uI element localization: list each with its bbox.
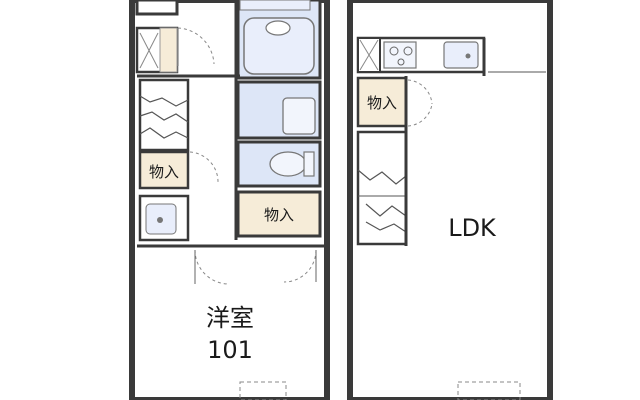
bathtub <box>243 17 315 75</box>
bath-divider <box>239 0 311 11</box>
stove <box>383 41 417 69</box>
toilet-tank <box>303 151 315 177</box>
western-room-label: 洋室 <box>206 304 254 332</box>
western-door-swing-left <box>194 249 230 285</box>
bath-faucet-icon <box>265 20 291 36</box>
right-unit-outer-wall <box>347 0 553 400</box>
stairs-left <box>138 78 190 152</box>
entry-door-swing <box>177 27 215 65</box>
stairs-right <box>356 130 408 246</box>
western-window <box>239 381 287 400</box>
storage-2-box <box>236 190 322 238</box>
western-door-swing-right <box>283 249 317 283</box>
storage-3-door-swing-2 <box>407 103 433 127</box>
ldk-label: LDK <box>448 214 497 242</box>
washbasin <box>282 97 316 135</box>
sink-drain-icon <box>465 53 471 59</box>
drain-icon <box>157 217 163 223</box>
burner-2-icon <box>403 46 413 56</box>
storage-1-label: 物入 <box>149 163 179 181</box>
burner-1-icon <box>389 46 399 56</box>
left-unit-outer-wall <box>129 0 330 400</box>
storage-3-label: 物入 <box>367 94 397 112</box>
storage-1-box <box>138 150 190 190</box>
storage-2-label: 物入 <box>264 206 294 224</box>
storage-3-door-swing <box>407 79 433 105</box>
left-unit: 物入 物入 洋室 101 <box>129 0 330 400</box>
room-number: 101 <box>207 336 253 364</box>
toilet-icon <box>269 151 307 177</box>
entry-tile <box>159 27 178 73</box>
kitchen-sink <box>443 41 479 69</box>
shoe-closet-x2 <box>139 32 159 69</box>
right-unit: 物入 LDK <box>347 0 553 400</box>
fridge-x2 <box>359 39 379 71</box>
burner-3-icon <box>397 58 405 66</box>
ldk-window <box>457 381 521 400</box>
top-closet <box>135 0 179 16</box>
storage-1-door-swing <box>189 151 219 183</box>
